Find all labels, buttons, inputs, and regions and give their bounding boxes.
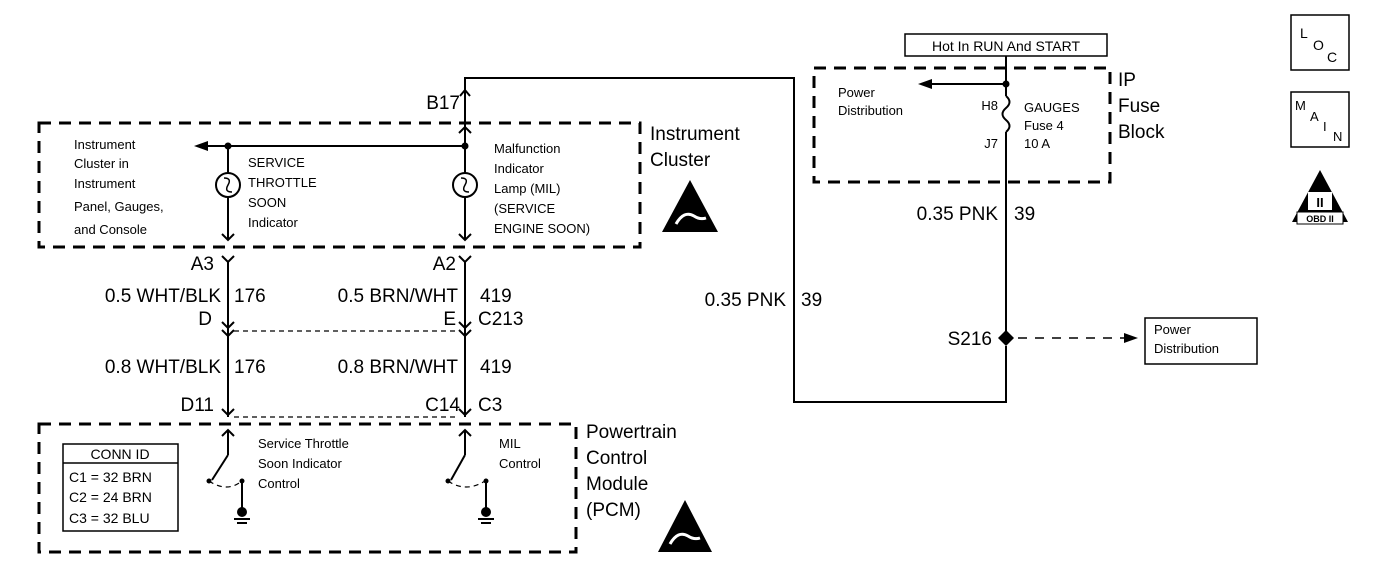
wire-176-lower-circuit: 176: [234, 357, 266, 378]
instrument-cluster-boundary: [37, 121, 642, 249]
svg-text:O: O: [1313, 37, 1324, 53]
wire-419-lower-gauge: 0.8 BRN/WHT: [338, 357, 459, 378]
splice-power-dist-box: [1144, 317, 1258, 365]
instrument-cluster-title: Instrument Cluster: [650, 124, 745, 171]
hot-label-box: Hot In RUN And START: [904, 33, 1108, 57]
ground-icon: [478, 507, 494, 524]
fuse-rating-label: GAUGES Fuse 4 10 A: [1024, 100, 1083, 151]
feed-wire-circuit: 39: [801, 290, 822, 311]
fuse-pin-j7: J7: [984, 136, 998, 151]
pin-a2: A2: [433, 254, 456, 275]
svg-text:M: M: [1295, 98, 1306, 113]
conn-id-table: CONN ID C1 = 32 BRN C2 = 24 BRN C3 = 32 …: [62, 443, 179, 532]
pin-d: D: [198, 309, 212, 330]
obd-ii-badge: II OBD II: [1292, 170, 1348, 225]
pin-d11: D11: [181, 395, 214, 416]
mil-control-label: MIL Control: [499, 436, 541, 471]
arrow-right-icon: [1124, 333, 1138, 343]
fuse-icon: [1001, 95, 1011, 133]
wire-419-upper-circuit: 419: [480, 286, 512, 307]
svg-text:A: A: [1310, 109, 1319, 124]
mil-control-switch-icon: [450, 454, 466, 481]
connector-a3-icon: [221, 255, 235, 264]
feed-wire-pnk-39: [464, 77, 1007, 403]
conn-id-row: C3 = 32 BLU: [69, 510, 150, 526]
sts-control-label: Service Throttle Soon Indicator Control: [258, 436, 352, 491]
feed-wire-gauge: 0.35 PNK: [705, 290, 787, 311]
fuse-block-boundary: [812, 66, 1112, 184]
conn-id-row: C1 = 32 BRN: [69, 469, 152, 485]
pin-b17: B17: [426, 93, 460, 114]
connector-d11-icon: [221, 408, 235, 417]
fuse-power-distribution-label: Power Distribution: [838, 85, 903, 118]
mil-lamp-label: Malfunction Indicator Lamp (MIL) (SERVIC…: [494, 141, 590, 236]
svg-text:N: N: [1333, 129, 1342, 144]
connector-c213-e-icon: [458, 321, 472, 338]
hot-label: Hot In RUN And START: [932, 38, 1081, 54]
loc-badge: L O C: [1290, 14, 1350, 71]
ground-icon: [234, 507, 250, 524]
svg-text:OBD II: OBD II: [1306, 214, 1334, 224]
pcm-title: Powertrain Control Module (PCM): [586, 422, 682, 521]
esd-warning-icon: [662, 180, 718, 232]
cluster-left-description: Instrument Cluster in Instrument Panel, …: [74, 137, 167, 237]
connector-c213-d-icon: [221, 321, 235, 338]
splice-s216-label: S216: [948, 329, 992, 350]
connector-c213-label: C213: [478, 309, 523, 330]
fuse-pin-h8: H8: [981, 98, 998, 113]
main-badge: M A I N: [1290, 91, 1350, 148]
sts-lamp-label: SERVICE THROTTLE SOON Indicator: [248, 155, 320, 230]
splice-power-distribution-label: Power Distribution: [1154, 322, 1219, 356]
pcm-boundary: [37, 422, 578, 554]
wire-176-upper-gauge: 0.5 WHT/BLK: [105, 286, 221, 307]
pin-a3: A3: [191, 254, 214, 275]
wire-419-lower-circuit: 419: [480, 357, 512, 378]
svg-text:II: II: [1316, 195, 1323, 210]
wire-176-upper-circuit: 176: [234, 286, 266, 307]
wire-176-lower-gauge: 0.8 WHT/BLK: [105, 357, 221, 378]
connector-c14-icon: [458, 408, 472, 417]
esd-warning-icon: [658, 500, 712, 552]
pin-c14: C14: [425, 395, 460, 416]
conn-id-title: CONN ID: [90, 446, 149, 462]
pin-e: E: [443, 309, 456, 330]
svg-text:C: C: [1327, 49, 1337, 65]
sts-control-switch-icon: [211, 454, 229, 481]
arrow-left-icon: [918, 79, 932, 89]
arrow-left-icon: [194, 141, 208, 151]
wire-419-upper-gauge: 0.5 BRN/WHT: [338, 286, 459, 307]
connector-a2-icon: [458, 255, 472, 264]
conn-id-row: C2 = 24 BRN: [69, 489, 152, 505]
splice-s216-icon: [998, 330, 1014, 346]
fuse-out-circuit: 39: [1014, 204, 1035, 225]
fuse-out-gauge: 0.35 PNK: [917, 204, 999, 225]
svg-text:L: L: [1300, 25, 1308, 41]
svg-text:I: I: [1323, 119, 1327, 134]
pin-c3: C3: [478, 395, 502, 416]
fuse-block-title: IP Fuse Block: [1118, 70, 1166, 143]
